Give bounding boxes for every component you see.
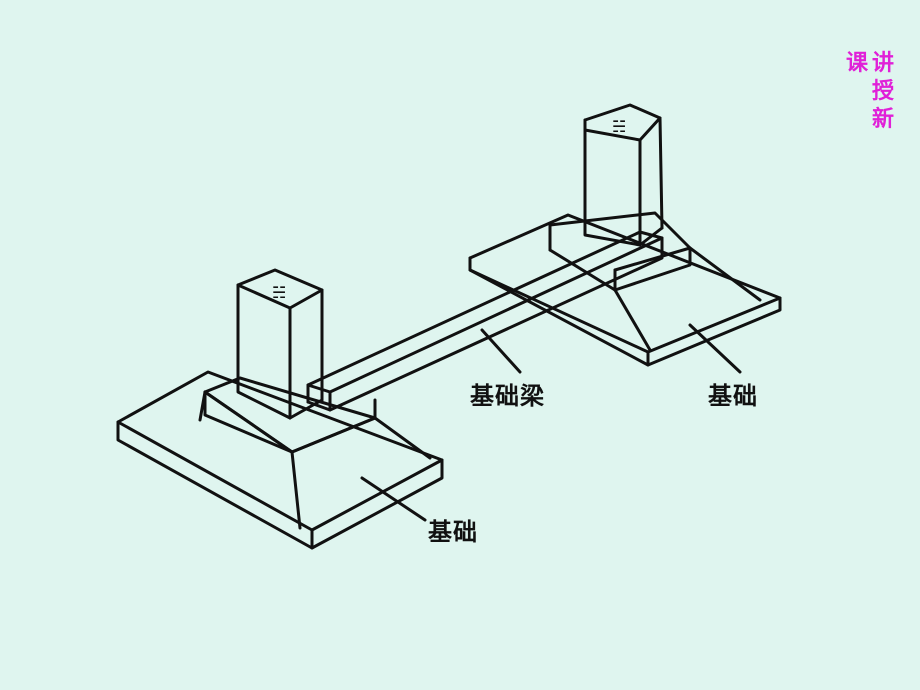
beam-leader-line	[480, 328, 522, 374]
left-column: ☵	[236, 268, 324, 420]
foundation-left-leader-line	[360, 476, 427, 522]
side-title-char: 授	[872, 79, 895, 104]
svg-text:☵: ☵	[272, 283, 286, 302]
foundation-left-label: 基础	[428, 518, 478, 546]
svg-text:☵: ☵	[612, 117, 626, 136]
side-title-char: 讲	[872, 51, 895, 76]
right-foundation	[468, 211, 782, 367]
side-title-char: 课	[846, 51, 869, 76]
beam-label: 基础梁	[470, 382, 545, 410]
foundation-right-leader-line	[688, 323, 742, 374]
side-title-right-column: 讲 授 新	[872, 50, 894, 134]
side-title-left-column: 课	[846, 50, 868, 78]
left-foundation	[116, 370, 444, 550]
foundation-right-label: 基础	[708, 382, 758, 410]
side-title-char: 新	[872, 107, 895, 132]
right-column: ☵	[583, 103, 664, 247]
